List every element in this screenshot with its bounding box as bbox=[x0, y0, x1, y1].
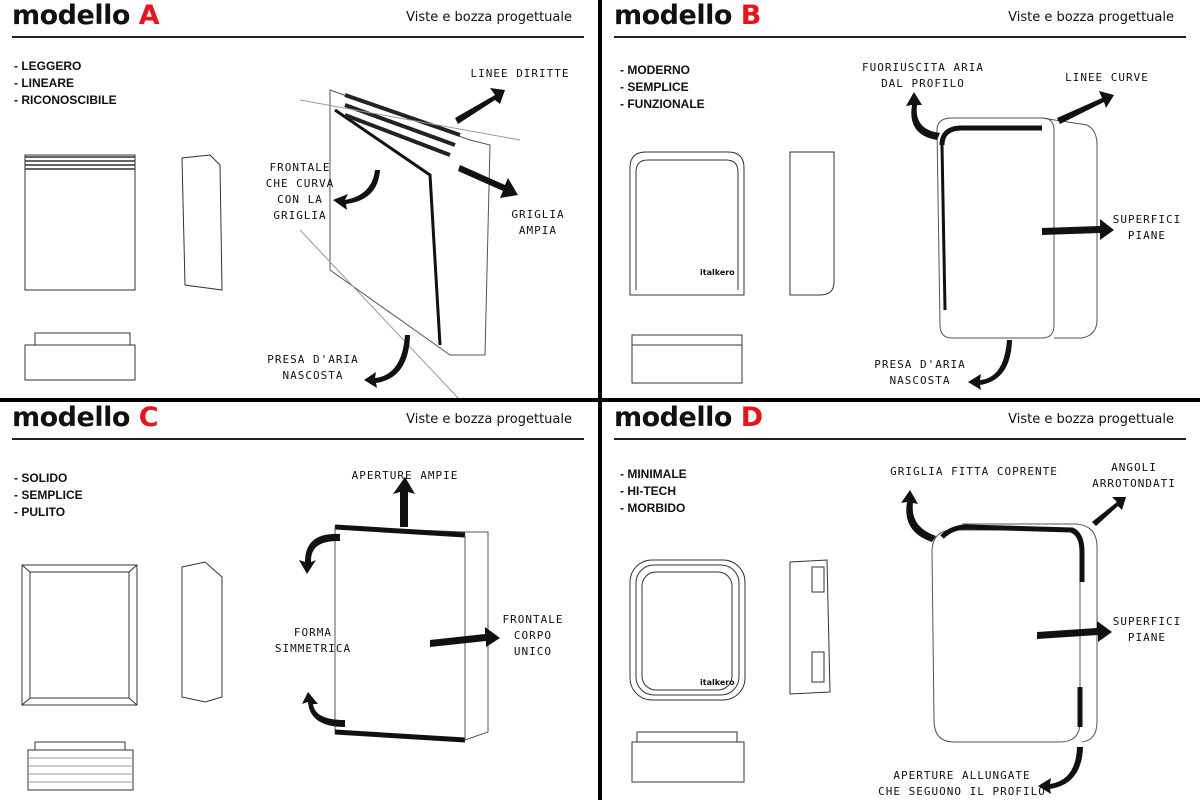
annotation-label: APERTURE ALLUNGATE CHE SEGUONO IL PROFIL… bbox=[878, 769, 1046, 798]
sketch-drawing bbox=[24, 88, 521, 400]
panel-modello-d: modello D Viste e bozza progettuale - MI… bbox=[602, 402, 1200, 802]
brand-logo: italkero bbox=[700, 268, 735, 277]
panel-title: modello C bbox=[12, 402, 159, 433]
sketch-drawing bbox=[629, 490, 1126, 794]
brand-logo: italkero bbox=[700, 678, 735, 687]
divider bbox=[12, 438, 584, 440]
annotation-label: FRONTALE CORPO UNICO bbox=[502, 613, 564, 658]
sketch-drawing bbox=[21, 477, 500, 791]
annotation-label: FRONTALE CHE CURVA CON LA GRIGLIA bbox=[265, 161, 335, 222]
panel-title: modello A bbox=[12, 0, 160, 31]
features-list: - MODERNO- SEMPLICE- FUNZIONALE bbox=[620, 63, 705, 111]
divider bbox=[12, 36, 584, 38]
annotation-label: PRESA D'ARIA NASCOSTA bbox=[874, 358, 966, 387]
annotation-label: FORMA SIMMETRICA bbox=[274, 626, 352, 655]
features-list: - SOLIDO- SEMPLICE- PULITO bbox=[14, 471, 83, 519]
annotation-label: LINEE DIRITTE bbox=[470, 67, 570, 80]
annotation-label: APERTURE AMPIE bbox=[351, 469, 459, 482]
panel-subtitle: Viste e bozza progettuale bbox=[1008, 412, 1174, 427]
panel-title: modello D bbox=[614, 402, 763, 433]
features-list: - LEGGERO- LINEARE- RICONOSCIBILE bbox=[14, 59, 117, 107]
panel-subtitle: Viste e bozza progettuale bbox=[406, 412, 572, 427]
panel-modello-c: modello C Viste e bozza progettuale - SO… bbox=[0, 402, 600, 802]
divider bbox=[614, 36, 1186, 38]
annotation-label: SUPERFICI PIANE bbox=[1112, 213, 1182, 242]
panel-subtitle: Viste e bozza progettuale bbox=[406, 10, 572, 25]
panel-title: modello B bbox=[614, 0, 761, 31]
annotation-label: SUPERFICI PIANE bbox=[1112, 615, 1182, 644]
annotation-label: LINEE CURVE bbox=[1065, 71, 1149, 84]
panel-modello-a: modello A Viste e bozza progettuale - LE… bbox=[0, 0, 600, 400]
divider bbox=[614, 438, 1186, 440]
annotation-label: GRIGLIA AMPIA bbox=[511, 208, 565, 237]
annotation-label: GRIGLIA FITTA COPRENTE bbox=[890, 465, 1058, 478]
sketch-drawing bbox=[629, 91, 1114, 390]
panel-subtitle: Viste e bozza progettuale bbox=[1008, 10, 1174, 25]
annotation-label: FUORIUSCITA ARIA DAL PROFILO bbox=[862, 61, 984, 90]
features-list: - MINIMALE- HI-TECH- MORBIDO bbox=[620, 467, 687, 515]
panel-modello-b: modello B Viste e bozza progettuale - MO… bbox=[602, 0, 1200, 400]
annotation-label: ANGOLI ARROTONDATI bbox=[1092, 461, 1176, 490]
annotation-label: PRESA D'ARIA NASCOSTA bbox=[267, 353, 359, 382]
quadrant-divider-horizontal bbox=[0, 398, 1200, 402]
